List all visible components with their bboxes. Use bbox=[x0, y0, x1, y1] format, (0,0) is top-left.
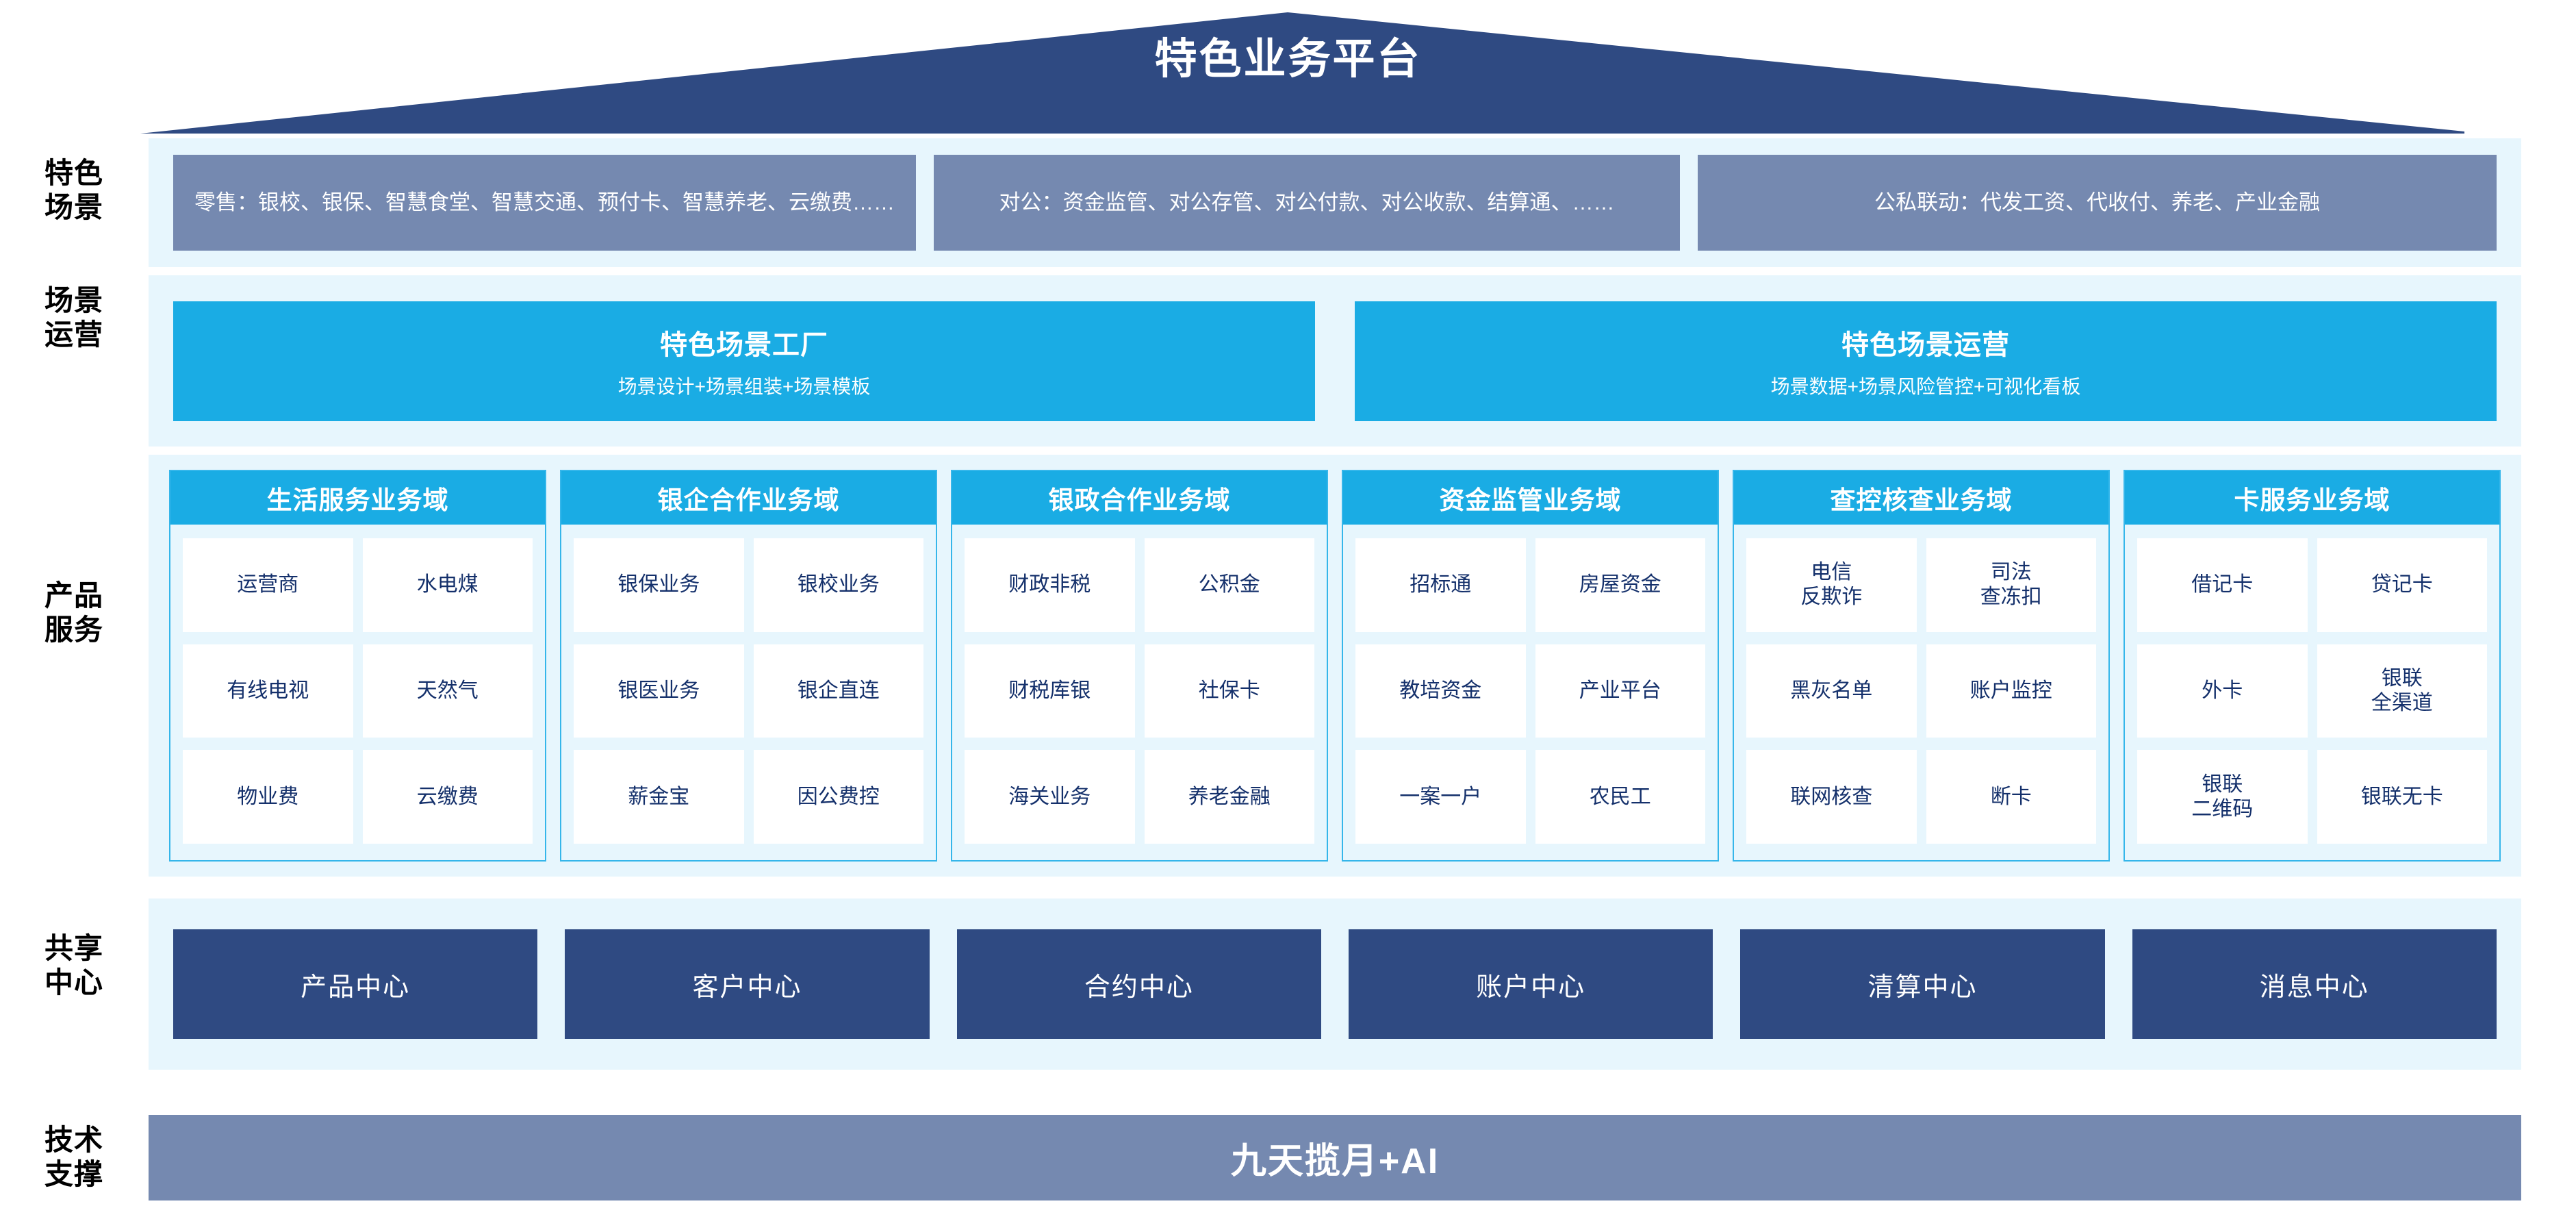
products-row: 生活服务业务域 运营商 水电煤 有线电视 天然气 物业费 云缴费 银企合作业务域… bbox=[149, 455, 2521, 877]
domain-fund-supervision[interactable]: 资金监管业务域 招标通 房屋资金 教培资金 产业平台 一案一户 农民工 bbox=[1342, 470, 1719, 862]
tile[interactable]: 黑灰名单 bbox=[1746, 644, 1917, 738]
tile[interactable]: 银企直连 bbox=[753, 644, 923, 738]
tile[interactable]: 公积金 bbox=[1144, 538, 1314, 632]
tile[interactable]: 银校业务 bbox=[753, 538, 923, 632]
tile[interactable]: 房屋资金 bbox=[1535, 538, 1705, 632]
tile[interactable]: 水电煤 bbox=[362, 538, 533, 632]
scenario-box-linkage[interactable]: 公私联动：代发工资、代收付、养老、产业金融 bbox=[1698, 155, 2497, 251]
row-label-scenarios: 特色 场景 bbox=[44, 157, 103, 223]
domain-tiles: 电信 反欺诈 司法 查冻扣 黑灰名单 账户监控 联网核查 断卡 bbox=[1734, 525, 2108, 860]
tile[interactable]: 运营商 bbox=[183, 538, 353, 632]
shared-center-clearing[interactable]: 清算中心 bbox=[1740, 929, 2105, 1039]
platform-roof: 特色业务平台 bbox=[0, 0, 2576, 134]
tile[interactable]: 一案一户 bbox=[1355, 750, 1526, 844]
shared-centers-row: 产品中心 客户中心 合约中心 账户中心 清算中心 消息中心 bbox=[149, 898, 2521, 1070]
row-label-tech: 技术 支撑 bbox=[44, 1124, 103, 1190]
ops-box-scene-operation[interactable]: 特色场景运营 场景数据+场景风险管控+可视化看板 bbox=[1355, 301, 2497, 421]
tile[interactable]: 教培资金 bbox=[1355, 644, 1526, 738]
tile[interactable]: 农民工 bbox=[1535, 750, 1705, 844]
tile[interactable]: 银联 全渠道 bbox=[2317, 644, 2487, 738]
tile[interactable]: 断卡 bbox=[1926, 750, 2096, 844]
tile[interactable]: 财税库银 bbox=[965, 644, 1135, 738]
domain-title: 银企合作业务域 bbox=[561, 471, 936, 525]
tech-support-bar[interactable]: 九天揽月+AI bbox=[149, 1115, 2521, 1200]
domain-bank-government[interactable]: 银政合作业务域 财政非税 公积金 财税库银 社保卡 海关业务 养老金融 bbox=[951, 470, 1328, 862]
tile[interactable]: 贷记卡 bbox=[2317, 538, 2487, 632]
shared-center-contract[interactable]: 合约中心 bbox=[956, 929, 1321, 1039]
domain-life-service[interactable]: 生活服务业务域 运营商 水电煤 有线电视 天然气 物业费 云缴费 bbox=[169, 470, 546, 862]
ops-title: 特色场景工厂 bbox=[660, 330, 828, 360]
tile[interactable]: 招标通 bbox=[1355, 538, 1526, 632]
tile[interactable]: 账户监控 bbox=[1926, 644, 2096, 738]
shared-center-customer[interactable]: 客户中心 bbox=[565, 929, 930, 1039]
scenario-box-retail[interactable]: 零售：银校、银保、智慧食堂、智慧交通、预付卡、智慧养老、云缴费…… bbox=[173, 155, 916, 251]
shared-center-account[interactable]: 账户中心 bbox=[1348, 929, 1713, 1039]
domain-investigation-control[interactable]: 查控核查业务域 电信 反欺诈 司法 查冻扣 黑灰名单 账户监控 联网核查 断卡 bbox=[1733, 470, 2110, 862]
operations-row: 特色场景工厂 场景设计+场景组装+场景模板 特色场景运营 场景数据+场景风险管控… bbox=[149, 275, 2521, 447]
tile[interactable]: 养老金融 bbox=[1144, 750, 1314, 844]
domain-title: 查控核查业务域 bbox=[1734, 471, 2108, 525]
scenarios-row: 零售：银校、银保、智慧食堂、智慧交通、预付卡、智慧养老、云缴费…… 对公：资金监… bbox=[149, 138, 2521, 267]
tile[interactable]: 有线电视 bbox=[183, 644, 353, 738]
tile[interactable]: 天然气 bbox=[362, 644, 533, 738]
tile[interactable]: 薪金宝 bbox=[574, 750, 744, 844]
shared-center-product[interactable]: 产品中心 bbox=[173, 929, 538, 1039]
tile[interactable]: 因公费控 bbox=[753, 750, 923, 844]
domain-title: 银政合作业务域 bbox=[952, 471, 1327, 525]
tile[interactable]: 银医业务 bbox=[574, 644, 744, 738]
products-band: 生活服务业务域 运营商 水电煤 有线电视 天然气 物业费 云缴费 银企合作业务域… bbox=[149, 455, 2521, 877]
domain-tiles: 银保业务 银校业务 银医业务 银企直连 薪金宝 因公费控 bbox=[561, 525, 936, 860]
ops-subtitle: 场景数据+场景风险管控+可视化看板 bbox=[1770, 376, 2081, 397]
ops-title: 特色场景运营 bbox=[1841, 330, 2010, 360]
domain-title: 生活服务业务域 bbox=[170, 471, 545, 525]
scenario-box-corporate[interactable]: 对公：资金监管、对公存管、对公付款、对公收款、结算通、…… bbox=[934, 155, 1680, 251]
domain-title: 资金监管业务域 bbox=[1343, 471, 1718, 525]
row-label-shared: 共享 中心 bbox=[44, 932, 103, 998]
tile[interactable]: 外卡 bbox=[2137, 644, 2308, 738]
tile[interactable]: 银联无卡 bbox=[2317, 750, 2487, 844]
operations-band: 特色场景工厂 场景设计+场景组装+场景模板 特色场景运营 场景数据+场景风险管控… bbox=[149, 275, 2521, 447]
tile[interactable]: 借记卡 bbox=[2137, 538, 2308, 632]
tile[interactable]: 司法 查冻扣 bbox=[1926, 538, 2096, 632]
scenarios-band: 零售：银校、银保、智慧食堂、智慧交通、预付卡、智慧养老、云缴费…… 对公：资金监… bbox=[149, 138, 2521, 267]
tile[interactable]: 海关业务 bbox=[965, 750, 1135, 844]
row-label-products: 产品 服务 bbox=[44, 579, 103, 646]
tile[interactable]: 银保业务 bbox=[574, 538, 744, 632]
tile[interactable]: 云缴费 bbox=[362, 750, 533, 844]
domain-tiles: 财政非税 公积金 财税库银 社保卡 海关业务 养老金融 bbox=[952, 525, 1327, 860]
tile[interactable]: 物业费 bbox=[183, 750, 353, 844]
tile[interactable]: 银联 二维码 bbox=[2137, 750, 2308, 844]
domain-card-service[interactable]: 卡服务业务域 借记卡 贷记卡 外卡 银联 全渠道 银联 二维码 银联无卡 bbox=[2124, 470, 2501, 862]
shared-center-message[interactable]: 消息中心 bbox=[2132, 929, 2497, 1039]
ops-subtitle: 场景设计+场景组装+场景模板 bbox=[617, 376, 871, 397]
shared-centers-band: 产品中心 客户中心 合约中心 账户中心 清算中心 消息中心 bbox=[149, 898, 2521, 1070]
tile[interactable]: 联网核查 bbox=[1746, 750, 1917, 844]
domain-bank-enterprise[interactable]: 银企合作业务域 银保业务 银校业务 银医业务 银企直连 薪金宝 因公费控 bbox=[560, 470, 937, 862]
domain-tiles: 借记卡 贷记卡 外卡 银联 全渠道 银联 二维码 银联无卡 bbox=[2125, 525, 2499, 860]
row-label-operations: 场景 运营 bbox=[44, 284, 103, 351]
domain-tiles: 运营商 水电煤 有线电视 天然气 物业费 云缴费 bbox=[170, 525, 545, 860]
page-title: 特色业务平台 bbox=[1154, 36, 1422, 83]
tile[interactable]: 产业平台 bbox=[1535, 644, 1705, 738]
domain-title: 卡服务业务域 bbox=[2125, 471, 2499, 525]
ops-box-scene-factory[interactable]: 特色场景工厂 场景设计+场景组装+场景模板 bbox=[173, 301, 1315, 421]
tile[interactable]: 社保卡 bbox=[1144, 644, 1314, 738]
domain-tiles: 招标通 房屋资金 教培资金 产业平台 一案一户 农民工 bbox=[1343, 525, 1718, 860]
tile[interactable]: 电信 反欺诈 bbox=[1746, 538, 1917, 632]
tile[interactable]: 财政非税 bbox=[965, 538, 1135, 632]
